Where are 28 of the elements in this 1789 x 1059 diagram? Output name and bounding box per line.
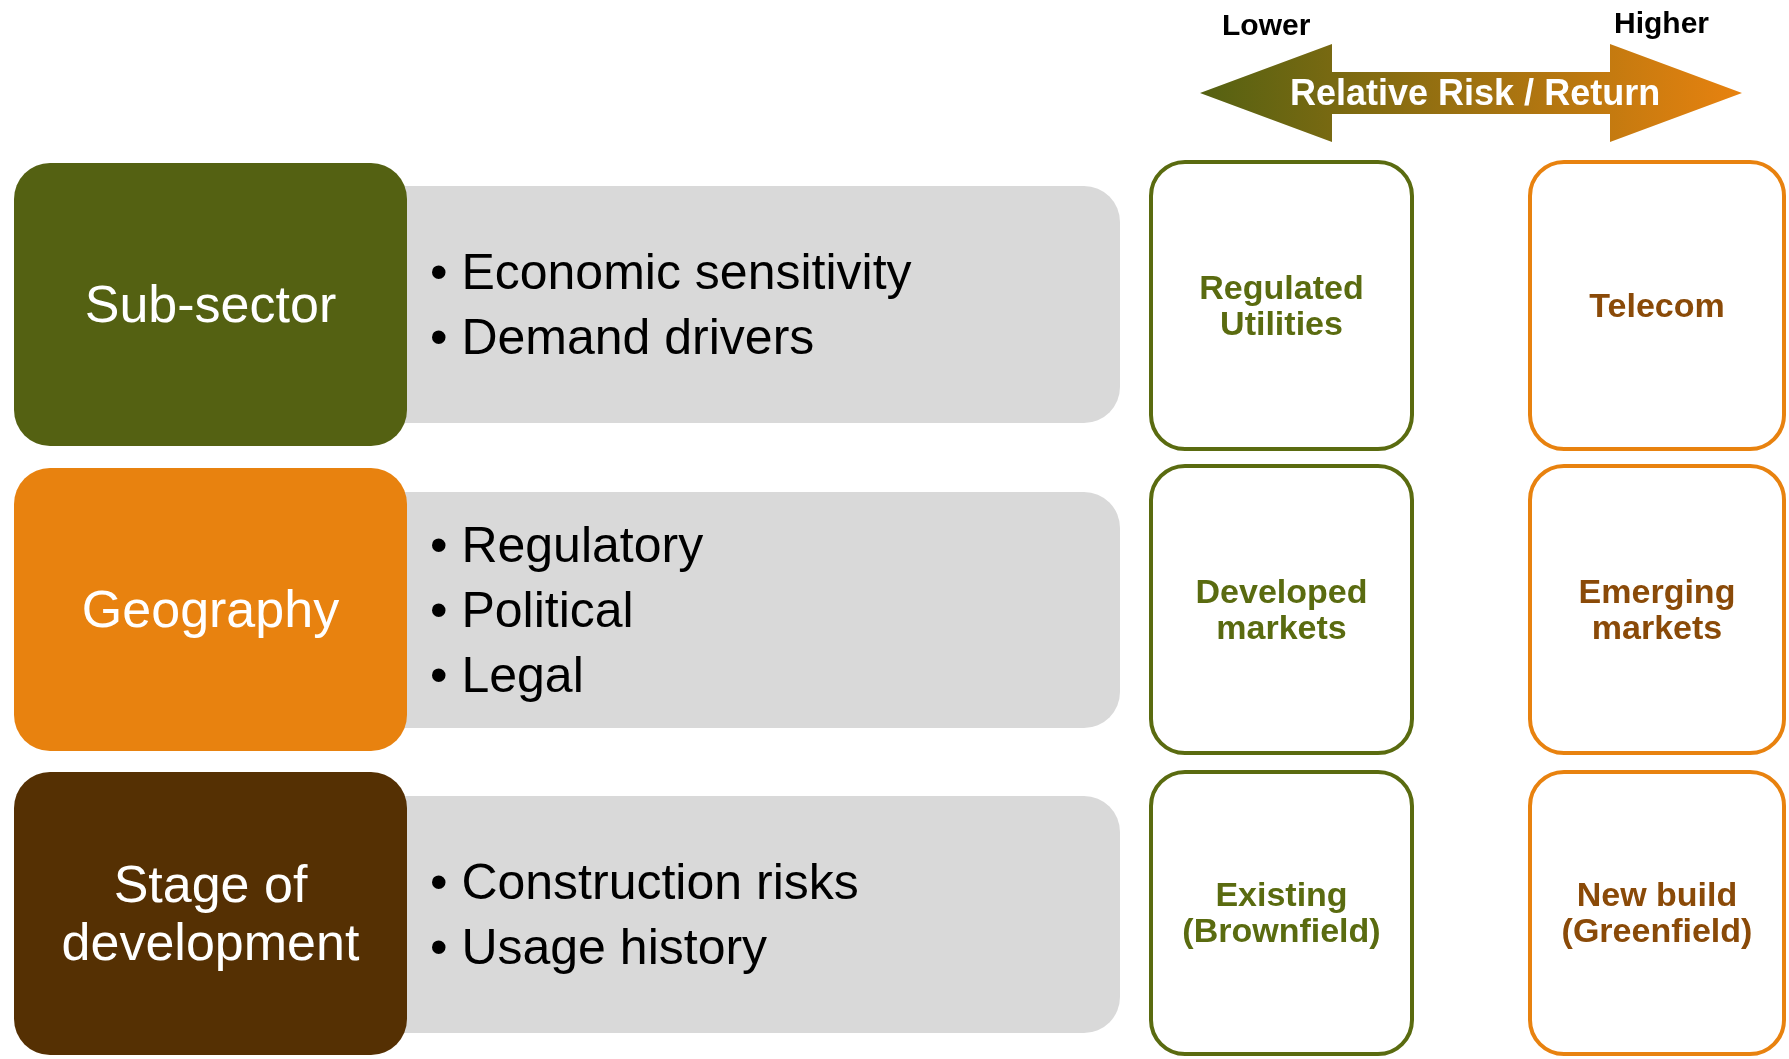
bullet-item: • Economic sensitivity [430,242,912,302]
box-label: Developed markets [1194,573,1369,646]
box-label: Sub-sector [84,275,337,334]
scale-label: Higher [1614,6,1709,40]
example-box [1149,464,1414,755]
bullet-item: • Usage history [430,917,769,977]
category-box [14,163,407,446]
box-label: Existing (Brownfield) [1181,877,1382,949]
example-box [1528,770,1786,1056]
box-label: Telecom [1589,287,1725,324]
example-box [1149,160,1414,451]
example-box [1149,770,1414,1056]
example-box [1528,464,1786,755]
box-label: Emerging markets [1577,573,1737,646]
bullet-item: • Regulatory [430,515,704,575]
arrow-label: Relative Risk / Return [1290,71,1661,115]
box-label: Stage of development [60,856,361,971]
box-label: Regulated Utilities [1198,269,1365,342]
example-box [1528,160,1786,451]
box-label: Geography [81,580,340,639]
box-label: New build (Greenfield) [1560,877,1754,949]
bullet-item: • Legal [430,645,585,705]
bullet-item: • Political [430,580,635,640]
bullet-item: • Demand drivers [430,307,816,367]
bullet-item: • Construction risks [430,852,859,912]
category-box [14,772,407,1055]
category-box [14,468,407,751]
scale-label: Lower [1222,8,1311,42]
